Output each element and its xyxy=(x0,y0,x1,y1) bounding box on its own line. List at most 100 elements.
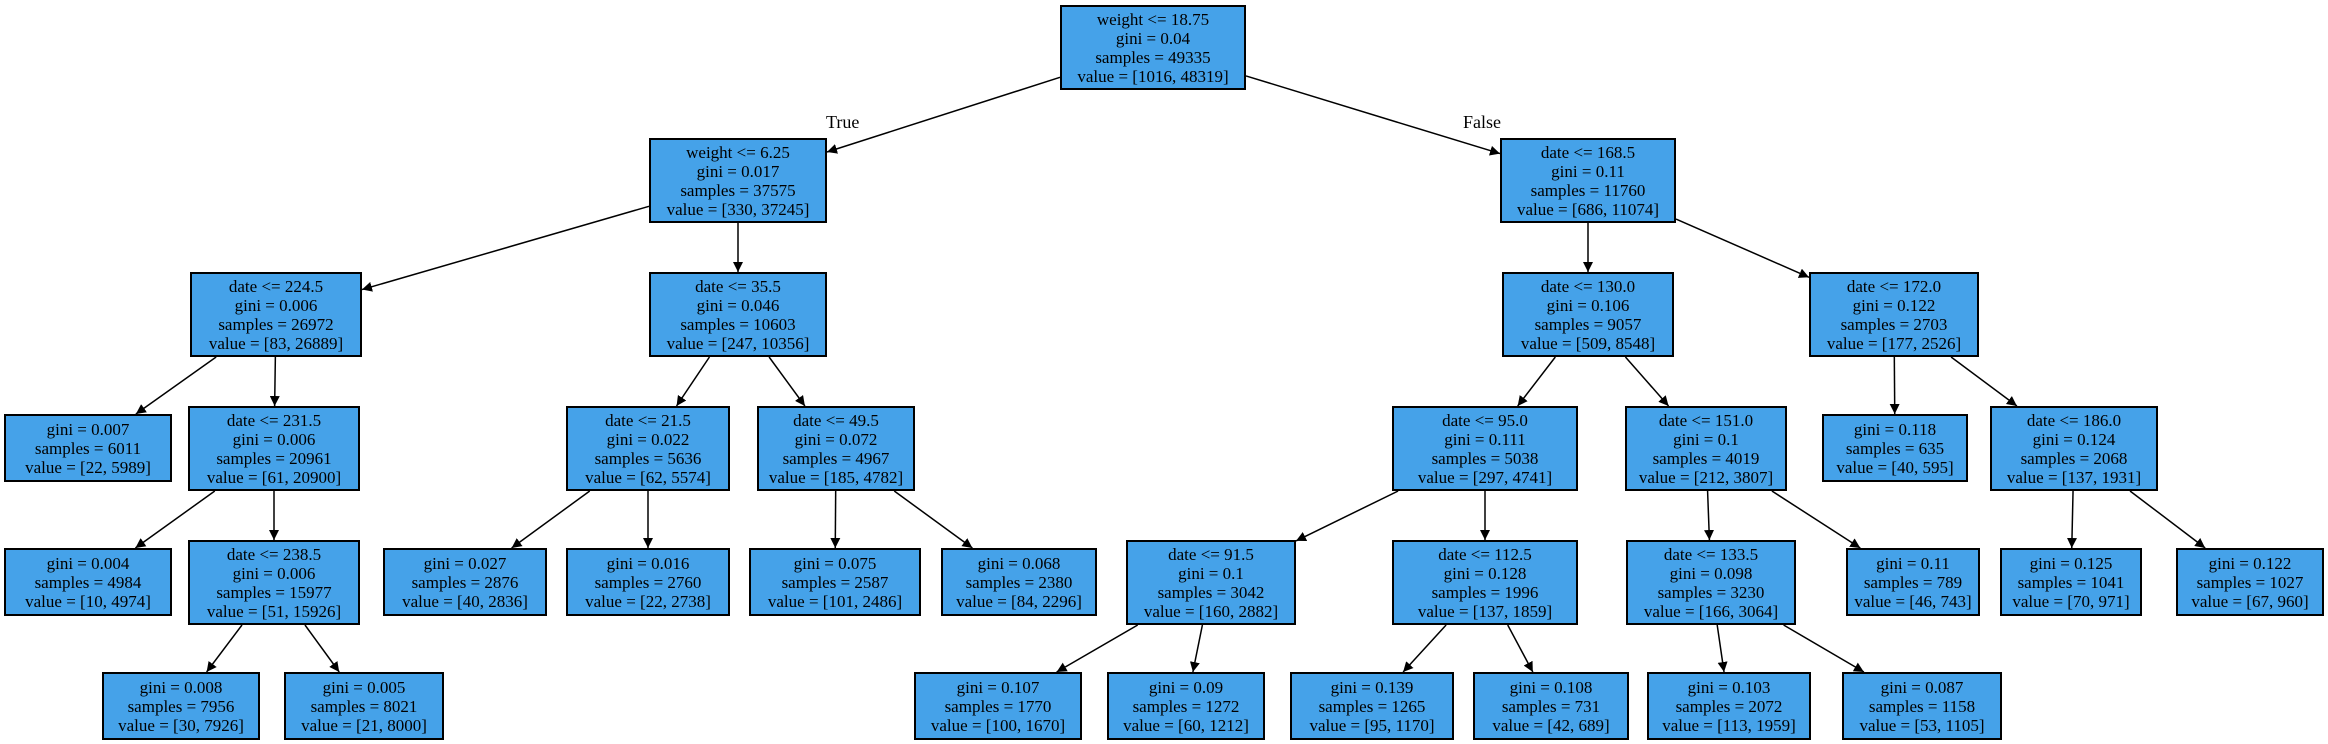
node-text-line: gini = 0.124 xyxy=(2032,429,2116,449)
node-text-line: samples = 2876 xyxy=(411,572,519,592)
tree-edge xyxy=(134,490,216,549)
node-text-line: value = [84, 2296] xyxy=(956,591,1082,611)
node-text-line: value = [10, 4974] xyxy=(25,591,151,611)
node-text-line: value = [1016, 48319] xyxy=(1077,66,1229,86)
node-text-line: samples = 37575 xyxy=(680,180,796,200)
node-text-line: samples = 731 xyxy=(1501,696,1601,716)
node-text-line: samples = 1996 xyxy=(1431,582,1539,602)
node-text-line: samples = 4984 xyxy=(34,572,142,592)
node-text-line: gini = 0.027 xyxy=(423,553,507,573)
tree-edge xyxy=(1189,624,1204,673)
node-text-line: gini = 0.016 xyxy=(606,553,690,573)
node-text-line: gini = 0.1 xyxy=(1673,429,1739,449)
node-text-line: date <= 21.5 xyxy=(605,410,691,430)
node-text-line: samples = 4967 xyxy=(782,448,890,468)
tree-edge xyxy=(1716,624,1728,673)
node-text-line: value = [22, 5989] xyxy=(25,457,151,477)
node-text-line: gini = 0.022 xyxy=(606,429,690,449)
node-text-line: gini = 0.075 xyxy=(793,553,877,573)
node-text-line: date <= 224.5 xyxy=(228,276,324,296)
node-text-line: gini = 0.098 xyxy=(1669,563,1753,583)
node-text-line: gini = 0.122 xyxy=(1852,295,1936,315)
node-text-line: samples = 635 xyxy=(1845,438,1945,458)
node-text-line: samples = 1041 xyxy=(2017,572,2125,592)
node-text-line: samples = 9057 xyxy=(1534,314,1642,334)
node-text-line: date <= 172.0 xyxy=(1846,276,1942,296)
node-text-line: date <= 95.0 xyxy=(1442,410,1528,430)
node-text-line: value = [46, 743] xyxy=(1854,591,1972,611)
node-text-line: gini = 0.09 xyxy=(1148,677,1224,697)
node-text-line: value = [95, 1170] xyxy=(1309,715,1435,735)
node-text-line: value = [686, 11074] xyxy=(1516,199,1660,219)
node-text-line: value = [185, 4782] xyxy=(768,467,904,487)
node-text-line: value = [30, 7926] xyxy=(118,715,244,735)
tree-edge xyxy=(1624,356,1670,407)
node-text-line: date <= 151.0 xyxy=(1658,410,1754,430)
node-text-line: samples = 1272 xyxy=(1132,696,1240,716)
node-text-line: gini = 0.007 xyxy=(46,419,130,439)
node-text-line: samples = 7956 xyxy=(127,696,235,716)
node-text-line: gini = 0.111 xyxy=(1444,429,1526,449)
tree-edge xyxy=(2066,490,2077,549)
node-text-line: value = [247, 10356] xyxy=(666,333,810,353)
node-text-line: value = [100, 1670] xyxy=(930,715,1066,735)
node-text-line: gini = 0.118 xyxy=(1853,419,1937,439)
node-text-line: samples = 2587 xyxy=(781,572,889,592)
node-text-line: date <= 112.5 xyxy=(1438,544,1532,564)
node-text-line: date <= 91.5 xyxy=(1168,544,1254,564)
node-text-line: date <= 130.0 xyxy=(1540,276,1636,296)
node-text-line: samples = 11760 xyxy=(1530,180,1646,200)
node-text-line: samples = 2380 xyxy=(965,572,1073,592)
tree-edge xyxy=(1675,218,1810,278)
node-text-line: samples = 789 xyxy=(1863,572,1963,592)
node-text-line: date <= 231.5 xyxy=(226,410,322,430)
node-text-line: samples = 5636 xyxy=(594,448,702,468)
node-text-line: samples = 26972 xyxy=(218,314,334,334)
node-text-line: gini = 0.108 xyxy=(1509,677,1593,697)
node-text-line: value = [177, 2526] xyxy=(1826,333,1962,353)
node-text-line: samples = 3230 xyxy=(1657,582,1765,602)
node-text-line: gini = 0.128 xyxy=(1443,563,1527,583)
tree-edge xyxy=(893,490,973,549)
node-text-line: gini = 0.103 xyxy=(1687,677,1771,697)
tree-edge xyxy=(1245,75,1501,156)
node-text-line: value = [61, 20900] xyxy=(206,467,342,487)
tree-edge xyxy=(768,356,806,407)
tree-edge xyxy=(1056,624,1139,673)
node-text-line: gini = 0.04 xyxy=(1115,28,1191,48)
node-text-line: gini = 0.106 xyxy=(1546,295,1630,315)
node-text-line: value = [101, 2486] xyxy=(767,591,903,611)
node-text-line: samples = 2068 xyxy=(2020,448,2128,468)
true-edge-label: True xyxy=(826,112,860,132)
node-text-line: weight <= 6.25 xyxy=(686,142,790,162)
node-text-line: gini = 0.122 xyxy=(2208,553,2292,573)
node-text-line: gini = 0.017 xyxy=(696,161,780,181)
node-text-line: gini = 0.087 xyxy=(1880,677,1964,697)
node-text-line: gini = 0.11 xyxy=(1876,553,1950,573)
node-text-line: samples = 49335 xyxy=(1095,47,1211,67)
node-text-line: value = [113, 1959] xyxy=(1662,715,1796,735)
node-text-line: gini = 0.006 xyxy=(234,295,318,315)
tree-edge xyxy=(304,624,340,673)
node-text-line: value = [160, 2882] xyxy=(1143,601,1279,621)
